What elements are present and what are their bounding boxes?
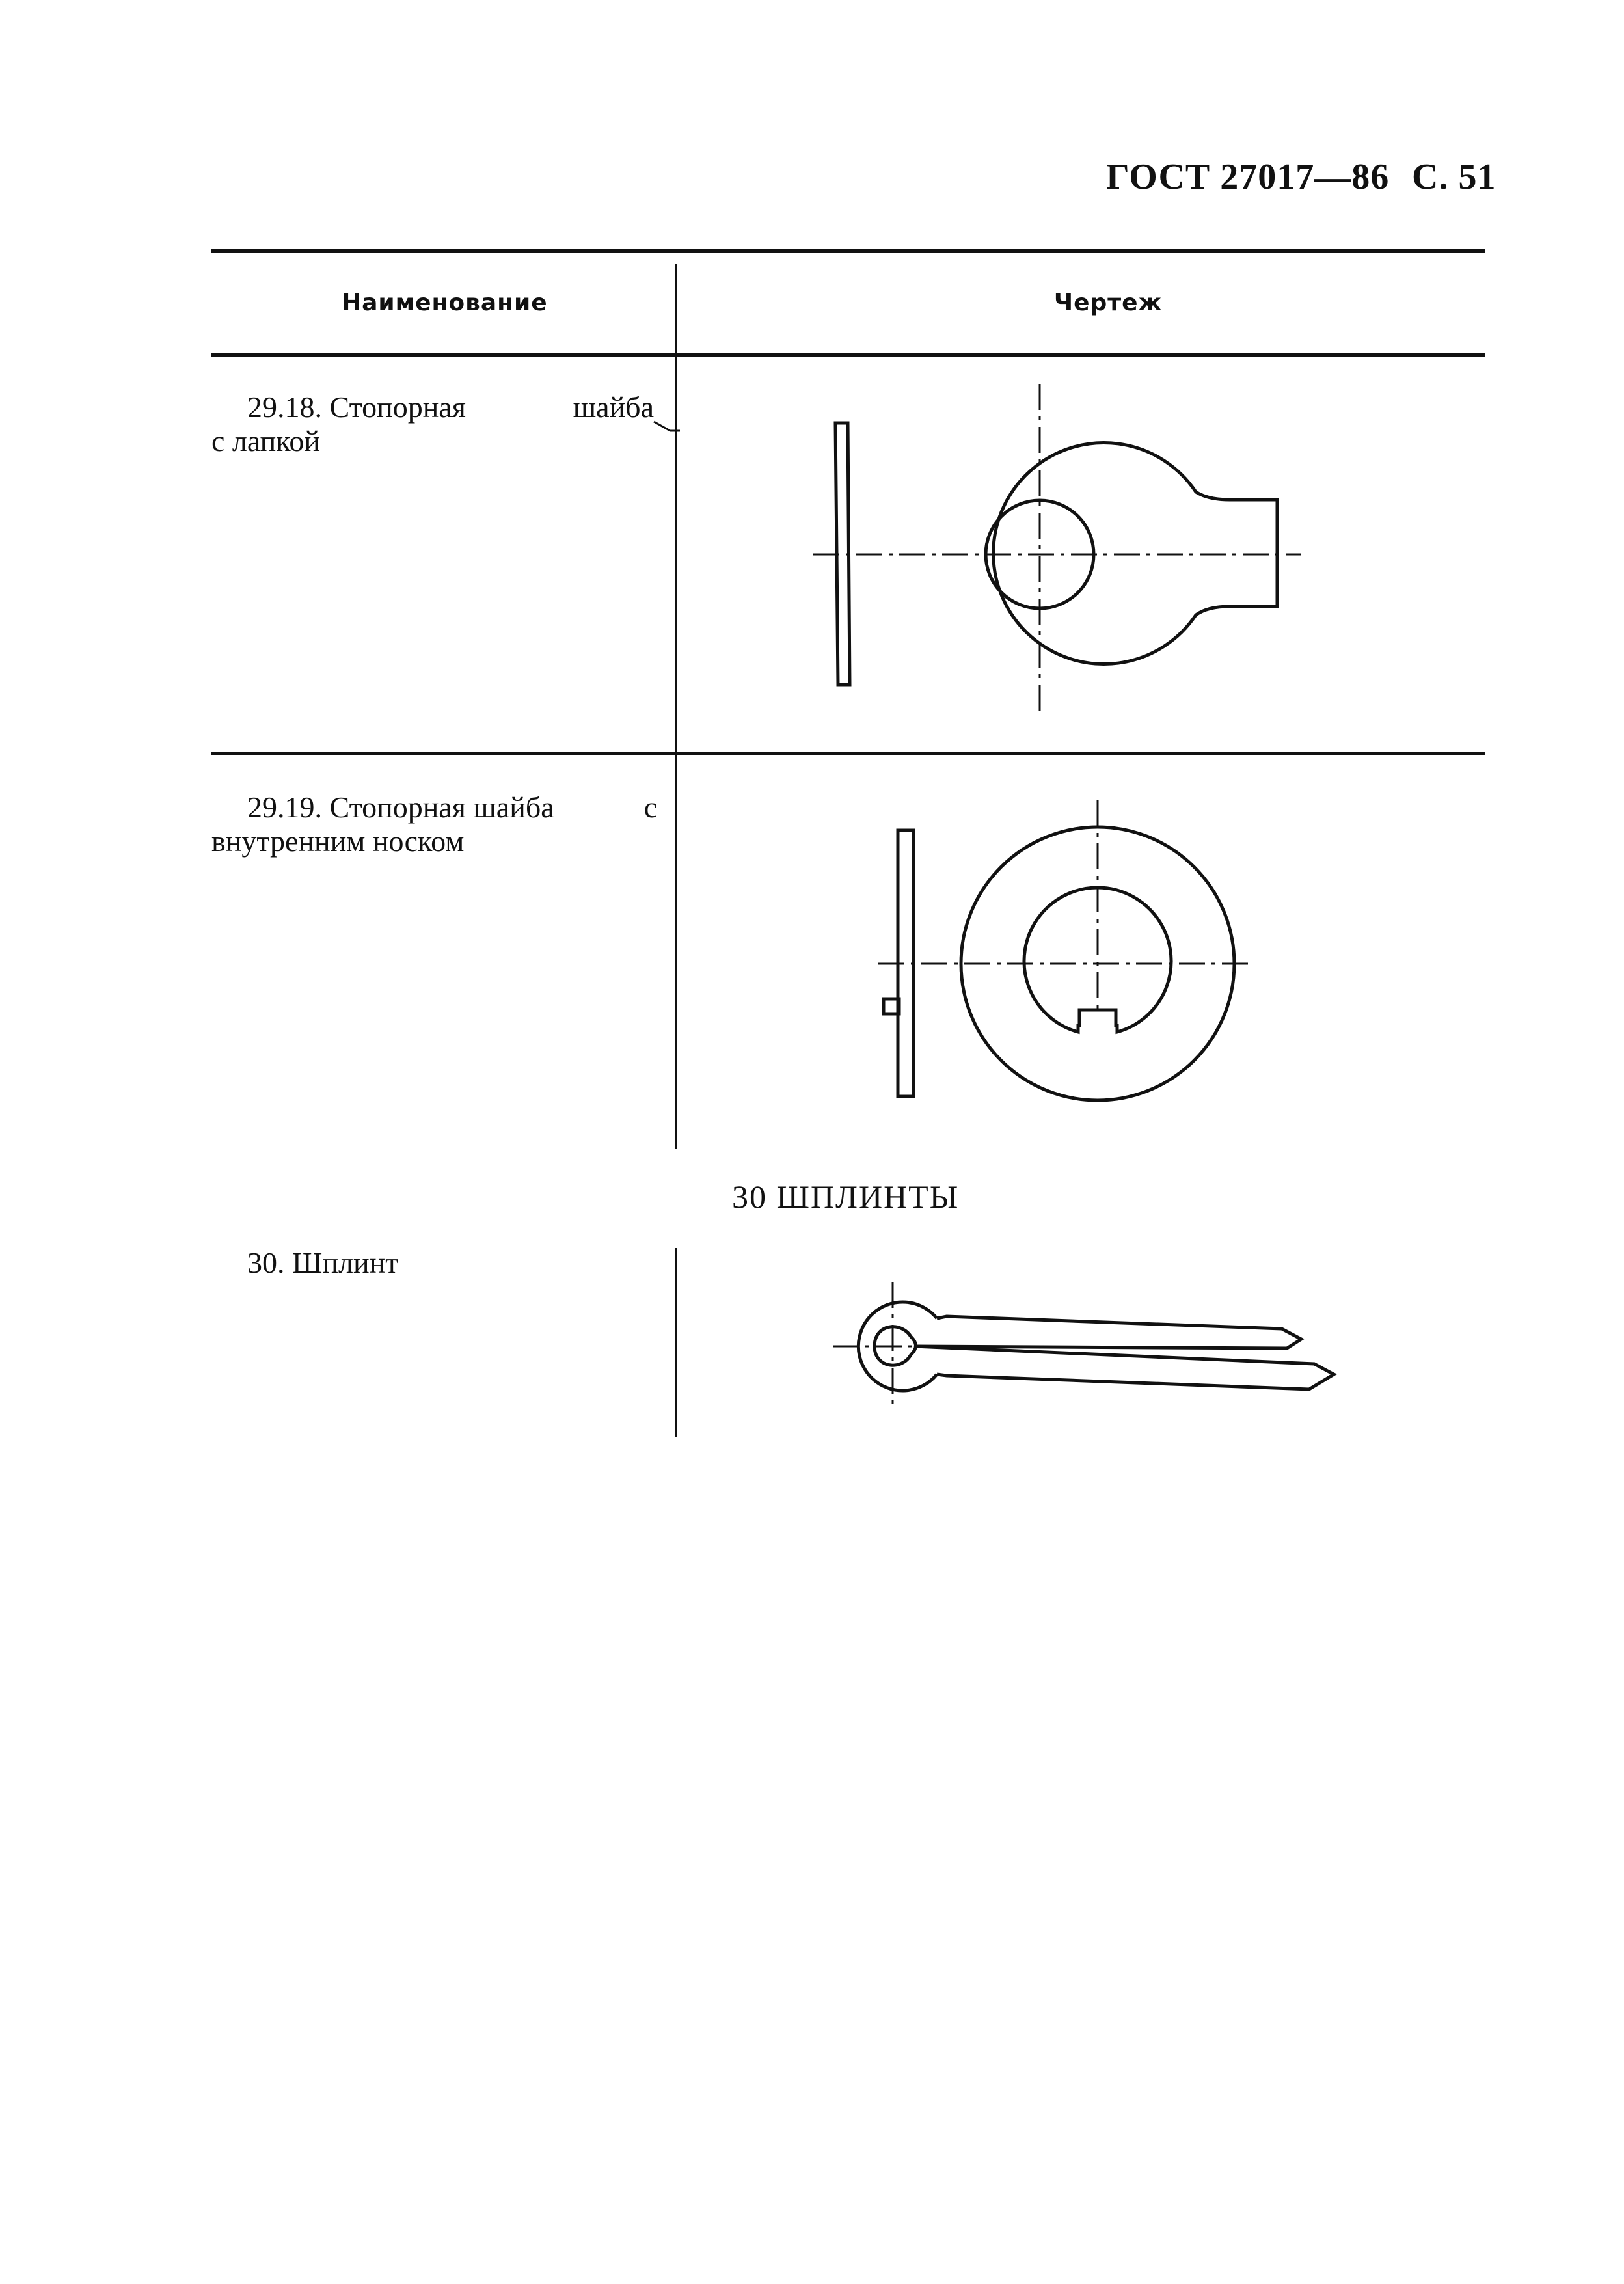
lock-washer-with-inner-tooth-drawing (878, 800, 1252, 1102)
entry-29-19-label: 29.19. Стопорная шайба с внутренним носк… (211, 791, 657, 858)
cotter-pin-lower-leg (914, 1344, 1338, 1391)
table-header-rule (211, 353, 1485, 357)
table-column-divider-30 (675, 1248, 677, 1437)
page-number: С. 51 (1412, 157, 1496, 197)
entry-29-19-line1-tail: с (643, 791, 657, 824)
entry-30-label: 30. Шплинт (247, 1246, 399, 1279)
washer-side-view (833, 421, 852, 687)
standard-number: ГОСТ 27017—86 (1106, 157, 1390, 197)
column-header-drawing: Чертеж (1054, 290, 1163, 316)
washer-tab-outline (992, 441, 1279, 666)
row-divider (211, 752, 1485, 755)
washer-inner-with-tooth (1022, 886, 1173, 1035)
table-column-divider (675, 264, 677, 1149)
entry-29-19-line2: внутренним носком (211, 824, 465, 858)
entry-29-19-line1: 29.19. Стопорная шайба (247, 791, 554, 824)
cotter-pin-drawing (833, 1282, 1338, 1411)
table-top-rule (211, 249, 1485, 253)
lock-washer-with-tab-drawing (813, 384, 1301, 717)
entry-29-18-line1: 29.18. Стопорная (247, 390, 466, 424)
cotter-pin-upper-leg (914, 1314, 1305, 1350)
column-header-name: Наименование (342, 290, 548, 316)
side-view-tooth (882, 997, 901, 1016)
entry-29-18-line2: с лапкой (211, 424, 320, 457)
leader-line (653, 420, 680, 432)
entry-29-18-label: 29.18. Стопорная шайба с лапкой (211, 390, 654, 458)
section-title: 30 ШПЛИНТЫ (732, 1178, 960, 1215)
entry-29-18-line1-tail: шайба (573, 390, 654, 424)
